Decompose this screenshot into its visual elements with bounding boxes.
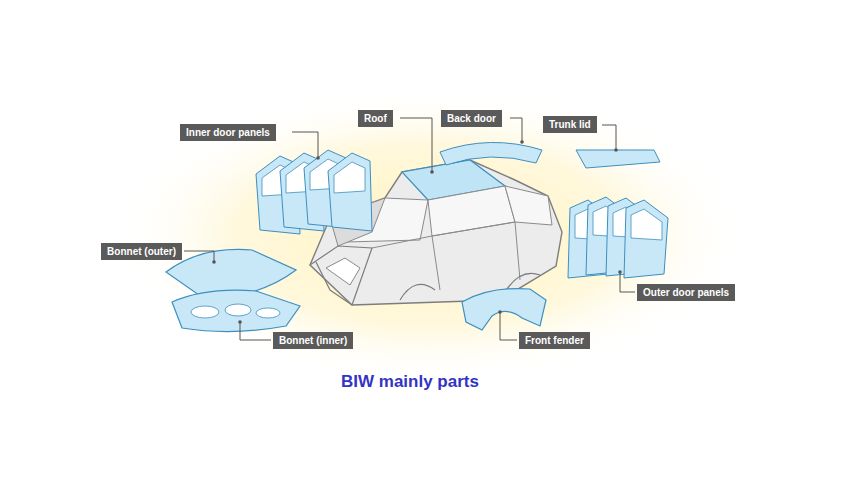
leader-lines xyxy=(184,118,635,340)
label-text: Bonnet (outer) xyxy=(107,246,176,257)
label-text: Inner door panels xyxy=(186,127,270,138)
caption: BIW mainly parts xyxy=(341,372,479,392)
part-label: Trunk lid xyxy=(543,116,597,133)
inner-door-panels xyxy=(256,150,372,234)
part-label: Bonnet (outer) xyxy=(101,243,182,260)
label-text: Front fender xyxy=(525,335,584,346)
part-label: Bonnet (inner) xyxy=(273,332,353,349)
part-label: Inner door panels xyxy=(180,124,276,141)
glow xyxy=(110,85,750,385)
part-label: Back door xyxy=(441,110,502,127)
back-door xyxy=(440,142,542,165)
trunk-lid xyxy=(576,150,660,168)
part-label: Outer door panels xyxy=(637,284,735,301)
front-fender xyxy=(462,289,546,330)
outer-door-panels xyxy=(568,197,668,278)
part-label: Front fender xyxy=(519,332,590,349)
leader-dots xyxy=(212,140,622,324)
label-text: Bonnet (inner) xyxy=(279,335,347,346)
label-text: Outer door panels xyxy=(643,287,729,298)
bonnet-inner xyxy=(172,290,300,331)
part-label: Roof xyxy=(358,110,393,127)
label-text: Trunk lid xyxy=(549,119,591,130)
label-text: Roof xyxy=(364,113,387,124)
label-text: Back door xyxy=(447,113,496,124)
